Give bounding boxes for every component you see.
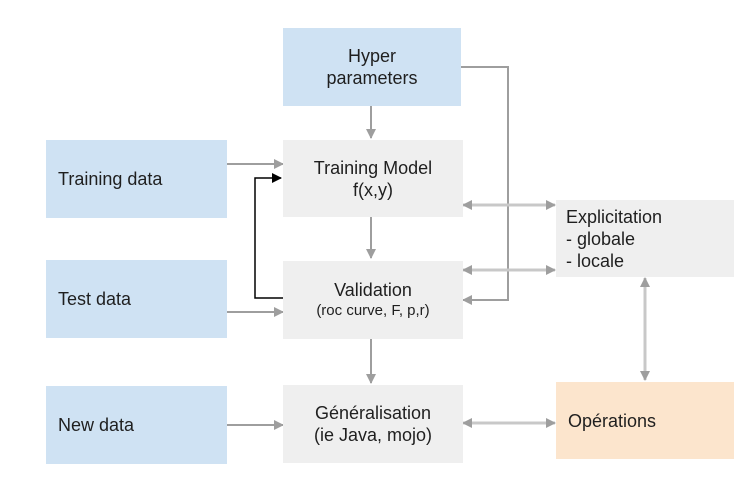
arrow-validation-feedback <box>254 173 283 299</box>
validation-line-2: (roc curve, F, p,r) <box>316 302 430 319</box>
explicitation-line-1: Explicitation <box>566 206 663 227</box>
arrow-hyper-to-validation <box>461 66 509 305</box>
test-data-label: Test data <box>58 289 132 309</box>
new-data-label: New data <box>58 415 135 435</box>
hyper-line-2: parameters <box>326 68 418 88</box>
new-data-box: New data <box>46 386 227 464</box>
training-data-label: Training data <box>58 169 163 189</box>
explicitation-line-3: - locale <box>566 250 625 271</box>
explicitation-box: Explicitation - globale - locale <box>556 200 734 277</box>
operations-box: Opérations <box>556 382 734 459</box>
training-model-line-1: Training Model <box>313 157 433 178</box>
operations-label: Opérations <box>568 410 657 431</box>
training-model-box: Training Model f(x,y) <box>283 140 463 217</box>
validation-line-1: Validation <box>334 280 412 300</box>
hyper-parameters-box: Hyper parameters <box>283 28 461 106</box>
generalisation-box: Généralisation (ie Java, mojo) <box>283 385 463 463</box>
hyper-line-1: Hyper <box>347 46 396 66</box>
training-data-box: Training data <box>46 140 227 218</box>
validation-box: Validation (roc curve, F, p,r) <box>283 261 463 339</box>
generalisation-line-2: (ie Java, mojo) <box>313 425 433 445</box>
training-model-line-2: f(x,y) <box>353 179 393 200</box>
test-data-box: Test data <box>46 260 227 338</box>
generalisation-line-1: Généralisation <box>314 403 432 423</box>
explicitation-line-2: - globale <box>566 228 636 249</box>
